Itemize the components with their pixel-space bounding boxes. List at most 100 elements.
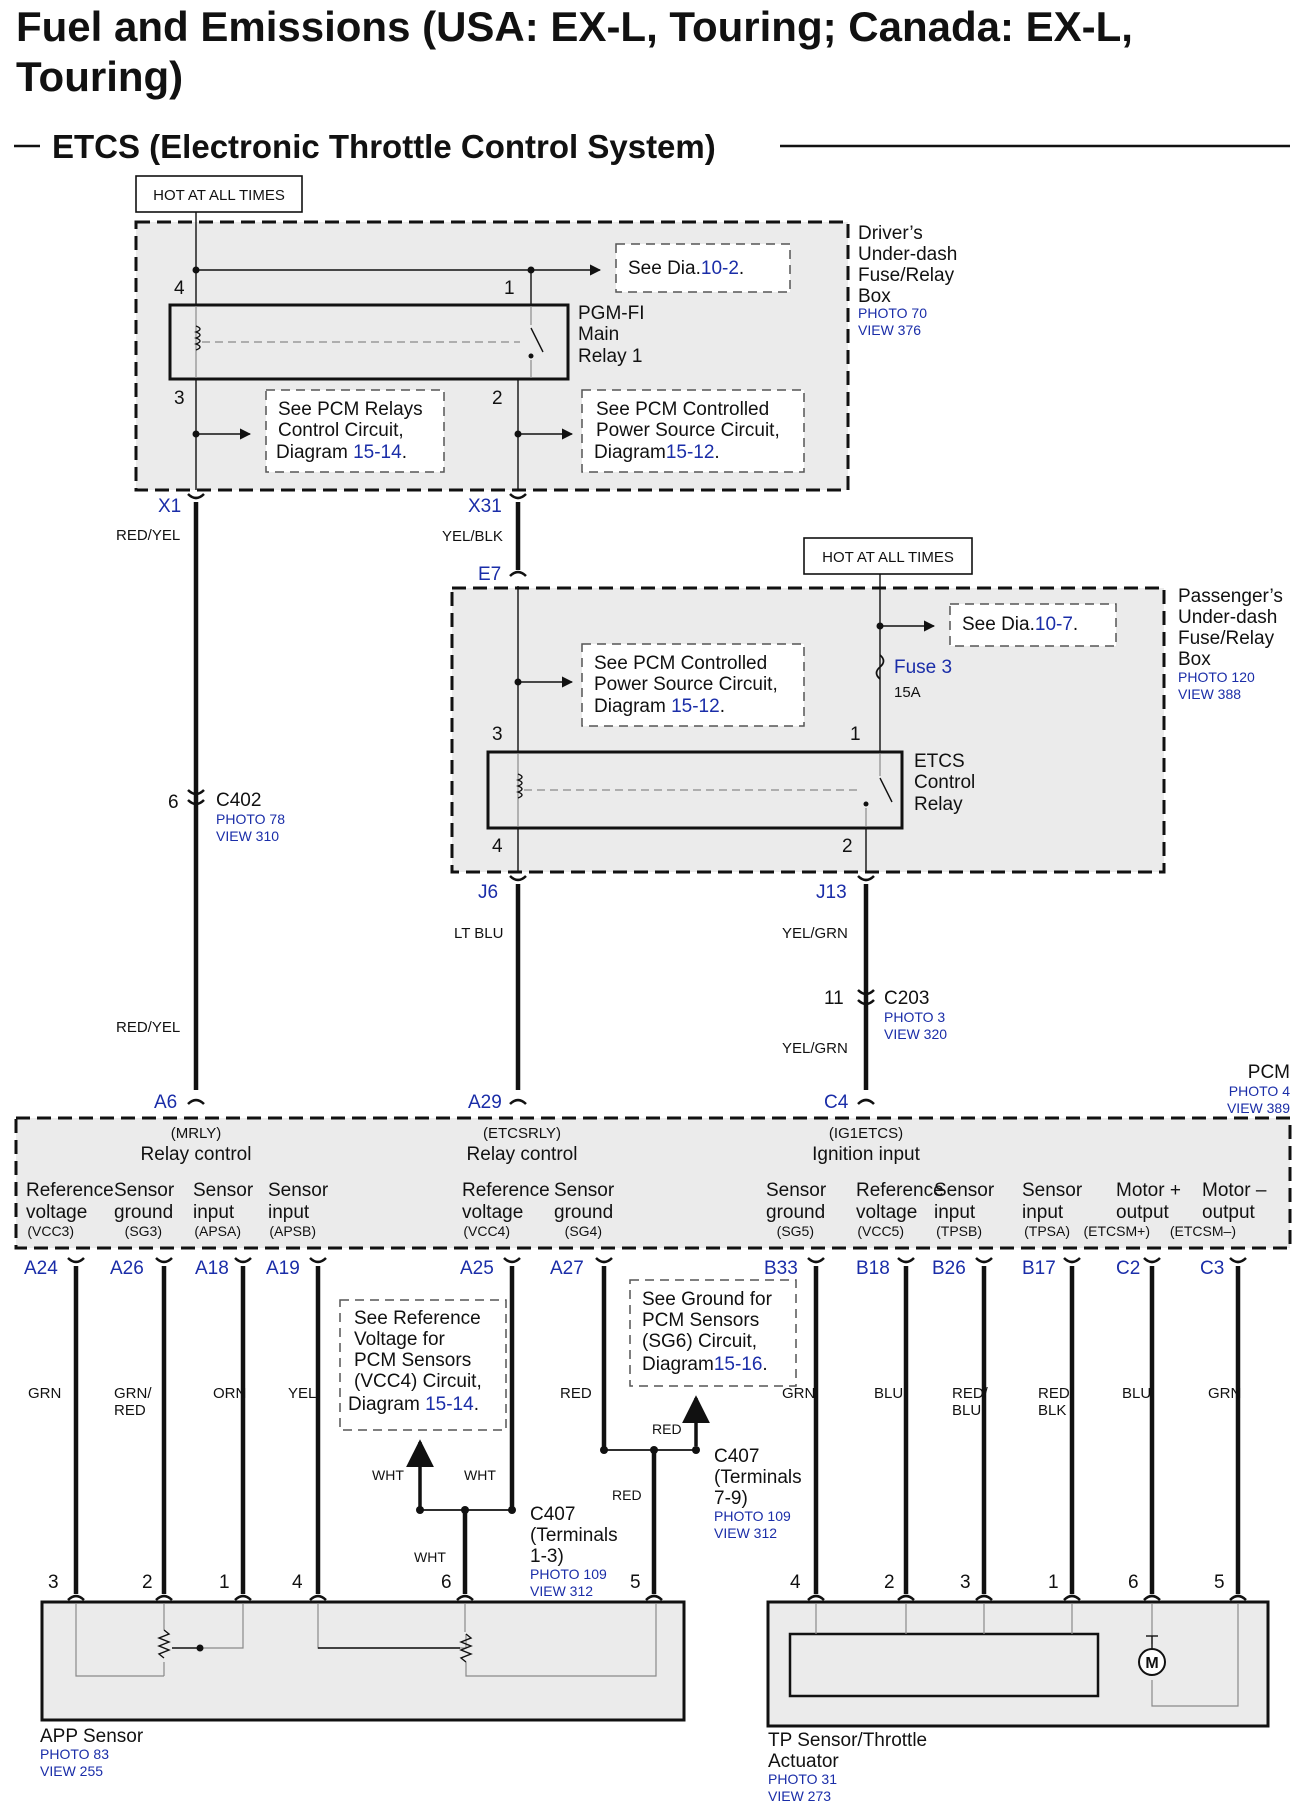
- svg-text:Fuse/Relay: Fuse/Relay: [1178, 628, 1275, 649]
- pcm-term-label: output: [1202, 1202, 1256, 1223]
- c402-name: C402: [216, 790, 261, 811]
- relay1-name-3: Relay 1: [578, 346, 642, 367]
- svg-text:Voltage for: Voltage for: [354, 1329, 446, 1350]
- app-sensor-view[interactable]: VIEW 255: [40, 1763, 103, 1779]
- wire-color-label: GRN: [1208, 1385, 1241, 1402]
- tp-sensor-element: [788, 1632, 1100, 1698]
- svg-text:Power Source Circuit,: Power Source Circuit,: [596, 420, 780, 441]
- c402-photo[interactable]: PHOTO 78: [216, 811, 285, 827]
- svg-text:Relay control: Relay control: [467, 1144, 578, 1165]
- svg-text:Box: Box: [858, 286, 891, 307]
- wire-color-label: GRN/: [114, 1385, 152, 1402]
- hot-label-1: HOT AT ALL TIMES: [153, 187, 285, 204]
- hot-label-2: HOT AT ALL TIMES: [822, 549, 954, 566]
- svg-text:WHT: WHT: [372, 1467, 404, 1483]
- pcm-term-label: ground: [114, 1202, 173, 1223]
- tp-sensor-photo[interactable]: PHOTO 31: [768, 1771, 837, 1787]
- wire-color-label: RED: [560, 1385, 592, 1402]
- pcm-term-code: (VCC3): [27, 1223, 74, 1239]
- app-sensor-name: APP Sensor: [40, 1726, 144, 1747]
- c203-photo[interactable]: PHOTO 3: [884, 1009, 945, 1025]
- see-dia-2-link[interactable]: 10-7: [1035, 614, 1073, 635]
- sensor-pin: 4: [790, 1572, 801, 1593]
- pcm-term-code: (VCC4): [463, 1223, 510, 1239]
- pcm-term-code: (SG5): [777, 1223, 814, 1239]
- link-15-16[interactable]: 15-16: [714, 1354, 763, 1375]
- app-pot-1-icon: [157, 1629, 171, 1659]
- c407-b-photo[interactable]: PHOTO 109: [714, 1508, 791, 1524]
- passenger-box-view[interactable]: VIEW 388: [1178, 686, 1241, 702]
- sensor-pin: 3: [48, 1572, 59, 1593]
- pcm-pin-b33: B33: [764, 1258, 798, 1279]
- pcm-term-code: (SG4): [565, 1223, 602, 1239]
- svg-text:7-9): 7-9): [714, 1488, 748, 1509]
- svg-text:PCM Sensors: PCM Sensors: [642, 1310, 759, 1331]
- relay1-coil-icon: [194, 325, 201, 351]
- conn-x1: X1: [158, 496, 181, 517]
- wire-color-label: BLU: [1122, 1385, 1151, 1402]
- pcm-term-label: Reference: [856, 1180, 944, 1201]
- passenger-box-photo[interactable]: PHOTO 120: [1178, 669, 1255, 685]
- sensor-pin: 3: [960, 1572, 971, 1593]
- c407-a-photo[interactable]: PHOTO 109: [530, 1566, 607, 1582]
- c203-view[interactable]: VIEW 320: [884, 1026, 947, 1042]
- app-pot-2-icon: [459, 1633, 473, 1663]
- c407-b-view[interactable]: VIEW 312: [714, 1525, 777, 1541]
- pcm-term-code: (TPSA): [1024, 1223, 1070, 1239]
- pcm-term-label: Motor –: [1202, 1180, 1267, 1201]
- driver-box-view[interactable]: VIEW 376: [858, 322, 921, 338]
- pcm-photo[interactable]: PHOTO 4: [1229, 1083, 1290, 1099]
- pcm-pin-a27: A27: [550, 1258, 584, 1279]
- svg-text:See PCM Controlled: See PCM Controlled: [596, 399, 769, 420]
- c407-a-view[interactable]: VIEW 312: [530, 1583, 593, 1599]
- pcm-pin-a19: A19: [266, 1258, 300, 1279]
- pcm-term-label: input: [268, 1202, 310, 1223]
- c402-view[interactable]: VIEW 310: [216, 828, 279, 844]
- svg-text:YEL/GRN: YEL/GRN: [782, 1040, 848, 1057]
- conn-x31: X31: [468, 496, 502, 517]
- svg-text:See Dia.10-7.: See Dia.10-7.: [962, 614, 1078, 635]
- svg-text:Diagram15-12.: Diagram15-12.: [594, 442, 720, 463]
- svg-text:Box: Box: [1178, 649, 1211, 670]
- note-pcm-relays: [265, 389, 445, 473]
- wire-color-label: GRN: [28, 1385, 61, 1402]
- svg-text:M: M: [1145, 1655, 1158, 1672]
- fuse-name[interactable]: Fuse 3: [894, 657, 952, 678]
- see-dia-note-2: [949, 603, 1117, 647]
- pcm-term-label: voltage: [462, 1202, 523, 1223]
- svg-text:WHT: WHT: [414, 1549, 446, 1565]
- wire-color-label: BLU: [874, 1385, 903, 1402]
- pcm-term-label: Motor +: [1116, 1180, 1181, 1201]
- svg-text:Diagram 15-12.: Diagram 15-12.: [594, 696, 725, 717]
- pcm-term-label: Sensor: [554, 1180, 615, 1201]
- svg-text:Control: Control: [914, 772, 975, 793]
- svg-text:Relay control: Relay control: [141, 1144, 252, 1165]
- hot-label-box-1: [135, 175, 303, 213]
- svg-text:YEL/BLK: YEL/BLK: [442, 528, 503, 545]
- pcm-term-label: input: [1022, 1202, 1064, 1223]
- link-15-14-b[interactable]: 15-14: [425, 1394, 474, 1415]
- wire-color-label: GRN: [782, 1385, 815, 1402]
- see-dia-1-link[interactable]: 10-2: [701, 258, 739, 279]
- link-15-14-a[interactable]: 15-14: [353, 442, 402, 463]
- tp-sensor-view[interactable]: VIEW 273: [768, 1788, 831, 1804]
- driver-box-photo[interactable]: PHOTO 70: [858, 305, 927, 321]
- link-15-12-a[interactable]: 15-12: [666, 442, 715, 463]
- tp-sensor-name-1: TP Sensor/Throttle: [768, 1730, 927, 1751]
- section-title: ETCS (Electronic Throttle Control System…: [52, 128, 716, 165]
- svg-text:15A: 15A: [894, 684, 921, 701]
- sensor-pin: 4: [292, 1572, 303, 1593]
- svg-text:11: 11: [824, 988, 844, 1009]
- app-sensor-photo[interactable]: PHOTO 83: [40, 1746, 109, 1762]
- svg-text:3: 3: [492, 724, 503, 745]
- see-dia-1-text: See Dia.: [628, 258, 701, 279]
- pcm-term-label: Reference: [462, 1180, 550, 1201]
- pcm-term-label: voltage: [26, 1202, 87, 1223]
- c407-a-name: C407: [530, 1504, 575, 1525]
- pcm-view[interactable]: VIEW 389: [1227, 1100, 1290, 1116]
- pcm-term-label: Reference: [26, 1180, 114, 1201]
- svg-text:Under-dash: Under-dash: [1178, 607, 1277, 628]
- link-15-12-b[interactable]: 15-12: [671, 696, 720, 717]
- pcm-term-code: (SG3): [125, 1223, 162, 1239]
